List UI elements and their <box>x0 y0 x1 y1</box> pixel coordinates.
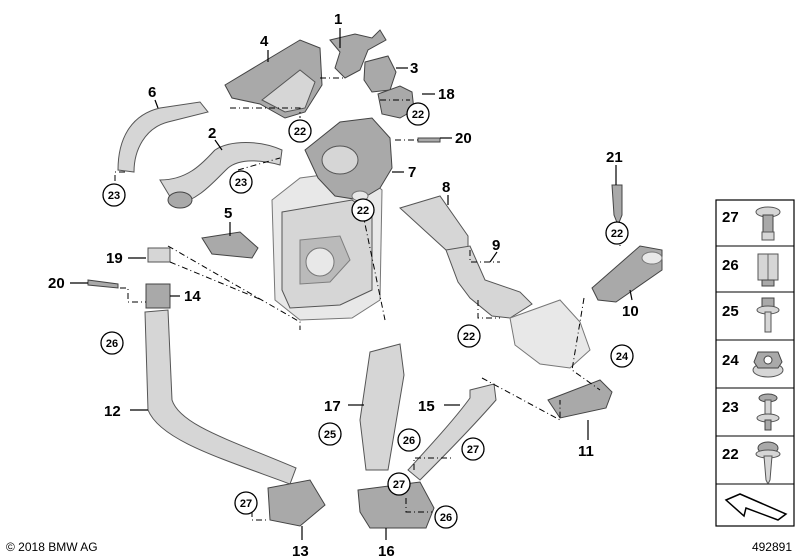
part-8-duct <box>399 195 469 253</box>
svg-text:23: 23 <box>108 190 120 202</box>
expanding-nut-icon <box>757 253 779 287</box>
legend-label-23: 23 <box>722 399 739 416</box>
callout-17: 17 <box>324 398 341 415</box>
part-2-duct <box>159 142 283 209</box>
circled-22: 22 <box>457 324 481 348</box>
callout-20-left: 20 <box>48 275 65 292</box>
assembly-lines <box>114 77 621 521</box>
svg-text:26: 26 <box>440 512 452 524</box>
circled-24: 24 <box>610 344 634 368</box>
svg-text:22: 22 <box>357 205 369 217</box>
callout-8: 8 <box>442 179 450 196</box>
part-7-distributor <box>304 117 393 202</box>
svg-text:27: 27 <box>467 444 479 456</box>
svg-text:22: 22 <box>611 228 623 240</box>
svg-text:27: 27 <box>393 479 405 491</box>
orientation-arrow-icon <box>724 493 788 521</box>
svg-text:23: 23 <box>235 177 247 189</box>
circled-labels: 22 22 22 22 22 23 23 24 25 26 26 26 27 2… <box>100 102 634 529</box>
legend-label-26: 26 <box>722 257 739 274</box>
svg-text:22: 22 <box>412 109 424 121</box>
part-10 <box>591 245 663 303</box>
callout-20-right: 20 <box>455 130 472 147</box>
hex-screw-icon <box>756 297 780 333</box>
part-16 <box>357 481 435 529</box>
callout-18: 18 <box>438 86 455 103</box>
legend-label-25: 25 <box>722 303 739 320</box>
part-15-duct <box>407 383 497 481</box>
part-4-mount <box>224 39 323 119</box>
circled-22: 22 <box>351 198 375 222</box>
part-21-bolt <box>611 184 623 227</box>
callout-5: 5 <box>224 205 232 222</box>
callout-1: 1 <box>334 11 342 28</box>
circled-25: 25 <box>318 422 342 446</box>
part-17-duct <box>359 343 405 471</box>
callout-4: 4 <box>260 33 269 50</box>
part-lower-assembly <box>509 299 591 369</box>
clip-screw-icon <box>756 393 780 431</box>
svg-text:26: 26 <box>106 338 118 350</box>
part-14 <box>145 283 171 309</box>
callout-19: 19 <box>106 250 123 267</box>
svg-text:22: 22 <box>463 331 475 343</box>
legend-label-24: 24 <box>722 352 739 369</box>
part-1-bracket <box>329 29 387 79</box>
part-19 <box>147 247 171 263</box>
circled-22: 22 <box>406 102 430 126</box>
callout-15: 15 <box>418 398 435 415</box>
callout-3: 3 <box>410 60 418 77</box>
callout-7: 7 <box>408 164 416 181</box>
fastener-legend: 27 26 25 24 23 <box>715 199 795 527</box>
svg-text:24: 24 <box>616 351 629 363</box>
document-number: 492891 <box>751 540 792 554</box>
part-9-duct <box>445 245 533 319</box>
svg-text:27: 27 <box>240 498 252 510</box>
part-6-duct <box>117 101 209 173</box>
legend-label-22: 22 <box>722 446 739 463</box>
circled-27: 27 <box>387 472 411 496</box>
callout-10: 10 <box>622 303 639 320</box>
callout-14: 14 <box>184 288 201 305</box>
circled-23: 23 <box>229 170 253 194</box>
part-13 <box>267 479 326 527</box>
copyright-notice: © 2018 BMW AG <box>6 540 98 554</box>
leader-lines <box>70 28 633 540</box>
svg-text:22: 22 <box>294 126 306 138</box>
part-3 <box>363 55 397 93</box>
circled-23: 23 <box>102 183 126 207</box>
tapping-screw-icon <box>755 441 781 486</box>
callout-6: 6 <box>148 84 156 101</box>
circled-26: 26 <box>434 505 458 529</box>
callout-13: 13 <box>292 543 309 560</box>
circled-26: 26 <box>397 428 421 452</box>
part-11-bracket <box>547 379 613 419</box>
circled-22: 22 <box>288 119 312 143</box>
circled-22: 22 <box>605 221 629 245</box>
part-12-duct <box>144 309 297 485</box>
circled-27: 27 <box>234 491 258 515</box>
circled-26: 26 <box>100 331 124 355</box>
part-5 <box>201 231 259 259</box>
svg-text:26: 26 <box>403 435 415 447</box>
callout-2: 2 <box>208 125 216 142</box>
callout-16: 16 <box>378 543 395 560</box>
svg-text:25: 25 <box>324 429 336 441</box>
callout-labels: 1 2 3 4 5 6 7 8 9 10 11 12 13 14 15 16 1… <box>48 11 639 560</box>
callout-11: 11 <box>578 443 594 460</box>
callout-12: 12 <box>104 403 121 420</box>
callout-21: 21 <box>606 149 623 166</box>
flange-nut-icon <box>752 351 784 378</box>
push-rivet-icon <box>755 206 781 241</box>
circled-27: 27 <box>461 437 485 461</box>
callout-9: 9 <box>492 237 500 254</box>
legend-label-27: 27 <box>722 209 739 226</box>
